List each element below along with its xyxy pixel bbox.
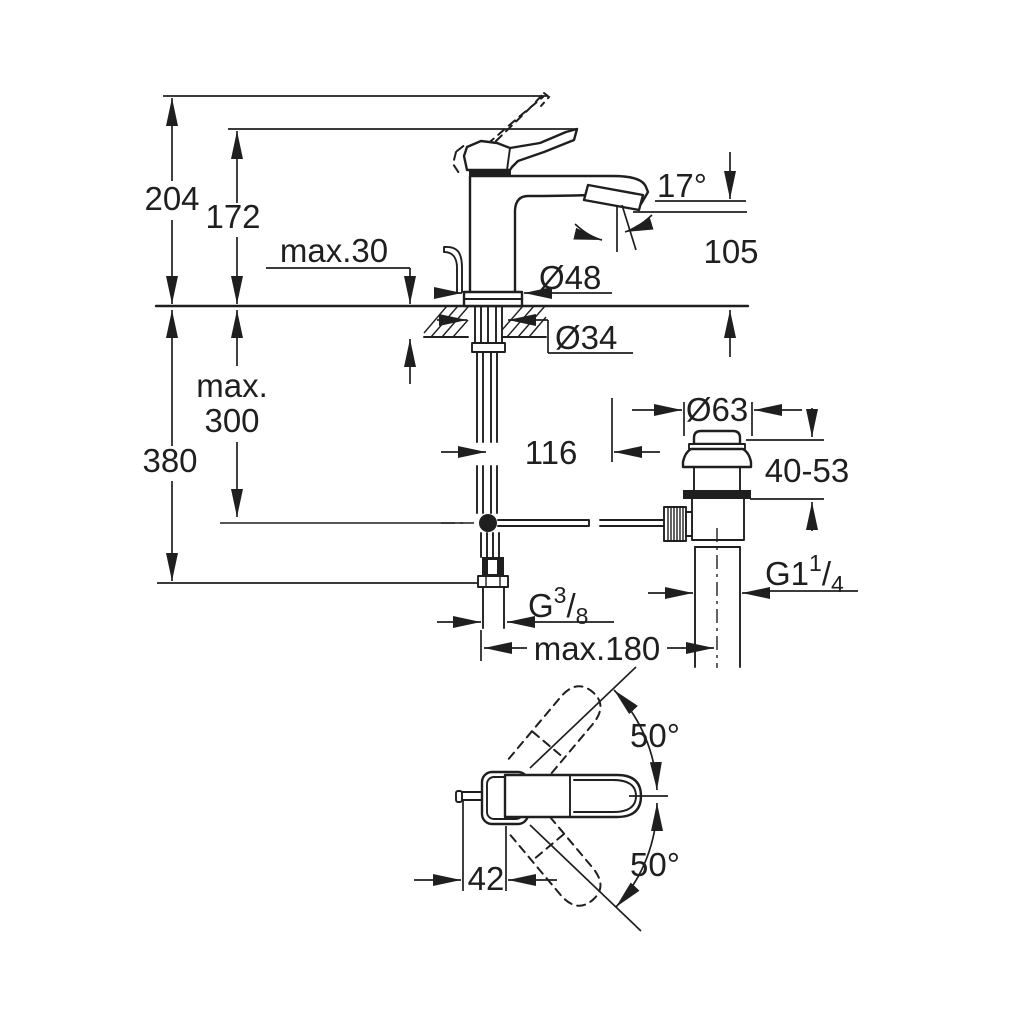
dim-17deg-label: 17° — [657, 167, 707, 204]
dim-50deg-upper-label: 50° — [630, 717, 680, 754]
waste-seal-ring — [683, 490, 751, 499]
dim-max180-label: max.180 — [534, 630, 661, 667]
dim-50deg-lower-label: 50° — [630, 846, 680, 883]
dim-116-label: 116 — [525, 434, 578, 471]
dim-172-label: 172 — [205, 198, 260, 235]
aerator — [582, 183, 645, 212]
faucet-side-view — [441, 92, 666, 629]
dim-g114-label: G11/4 — [765, 550, 844, 597]
dimension-annotations: 204 172 max.30 Ø48 17° 105 Ø34 max. — [142, 95, 858, 667]
horizontal-rod — [497, 519, 666, 527]
mounting-nut — [471, 342, 506, 353]
pop-up-rod-hook — [443, 246, 463, 293]
dim-g38-label: G3/8 — [528, 582, 588, 629]
handle-base-strip — [469, 170, 511, 177]
swing-radial-lower — [529, 824, 642, 932]
dim-dia48-label: Ø48 — [539, 259, 601, 296]
dim-380-label: 380 — [142, 442, 197, 479]
countertop-hatching — [423, 305, 547, 338]
pop-up-rod-plan — [460, 791, 483, 801]
supply-hoses — [476, 351, 500, 558]
handle-swing-lower-dashed — [507, 805, 602, 907]
mounting-shank — [474, 305, 503, 344]
dim-max300-label-line2: 300 — [204, 402, 259, 439]
dim-max300-label-line1: max. — [196, 367, 268, 404]
dim-max30-label: max.30 — [280, 232, 388, 269]
countertop-section — [154, 304, 750, 338]
faucet-plan-view: 50° 50° 42 — [414, 666, 680, 932]
lever-handle — [462, 127, 579, 172]
supply-pipe-end — [482, 586, 505, 629]
faucet-body — [468, 174, 650, 298]
dim-204-label: 204 — [144, 180, 199, 217]
dim-105-label: 105 — [703, 233, 758, 270]
swing-radial-upper — [529, 666, 637, 769]
linkage-ball-joint — [479, 514, 497, 532]
waste-upper-flange — [681, 447, 753, 469]
waste-push-cap — [692, 429, 742, 446]
dim-42-label: 42 — [468, 860, 505, 897]
dim-4053-label: 40-53 — [765, 452, 849, 489]
drain-valve — [663, 429, 753, 668]
dim-dia63-label: Ø63 — [686, 391, 748, 428]
handle-raised-dashed — [451, 92, 551, 174]
supply-connector-nut — [477, 575, 509, 588]
dim-dia34-label: Ø34 — [555, 319, 617, 356]
handle-swing-upper-dashed — [507, 685, 602, 787]
